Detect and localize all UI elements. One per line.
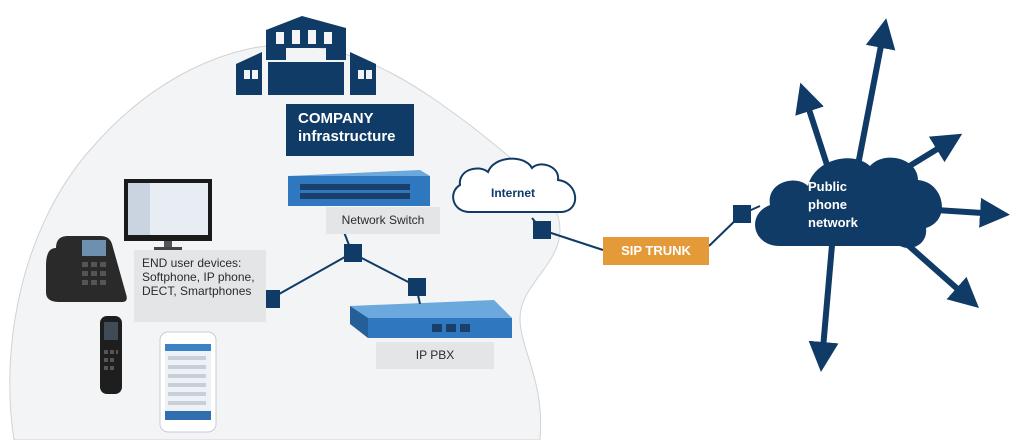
company-infrastructure-label: COMPANY infrastructure [286,104,414,156]
sip-trunk-label: SIP TRUNK [603,237,709,265]
connector-node [262,290,280,308]
connector-node [733,205,751,223]
public-label-line: Public [808,179,848,194]
end-user-devices-label: END user devices: Softphone, IP phone, D… [134,250,266,322]
network-switch-label: Network Switch [326,207,440,234]
network-switch-device [288,170,430,206]
internet-cloud-icon [452,157,577,213]
public-network-cloud-icon [755,157,942,248]
smartphone-device [159,331,217,433]
dect-phone-device [100,316,122,394]
end-user-label-line: DECT, Smartphones [142,284,252,298]
end-user-label-line: Softphone, IP phone, [142,270,255,284]
connector-node [533,221,551,239]
public-phone-network-label: Public phone network [808,178,898,232]
ip-pbx-device [350,300,512,338]
ip-phone-device [46,236,127,302]
public-label-line: network [808,215,858,230]
internet-label: Internet [490,186,535,200]
company-label-line: COMPANY [298,110,374,127]
end-user-label-line: END user devices: [142,256,242,270]
connector-node [344,244,362,262]
building-icon [236,16,376,95]
company-area-blob [9,44,561,440]
public-label-line: phone [808,197,847,212]
ip-pbx-label: IP PBX [376,342,494,369]
monitor-device [124,179,212,250]
company-label-line: infrastructure [298,128,396,145]
connector-node [408,278,426,296]
